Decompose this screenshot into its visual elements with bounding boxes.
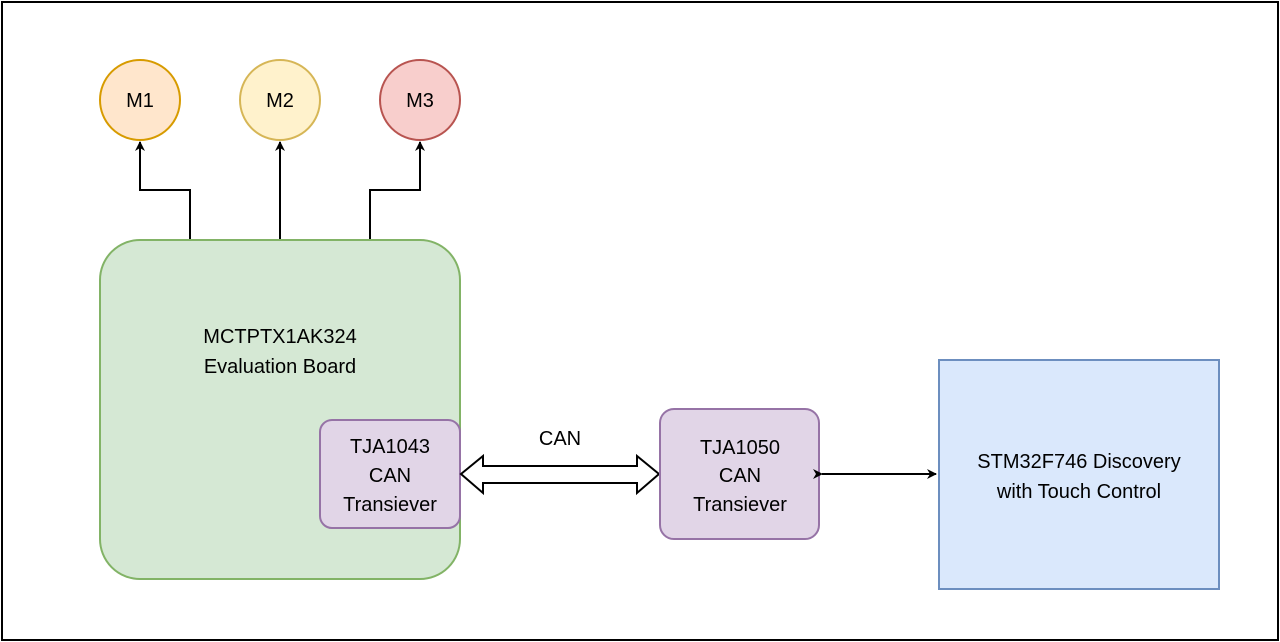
stm32-node[interactable]: STM32F746 Discovery with Touch Control bbox=[938, 359, 1220, 590]
motor-node-m1[interactable]: M1 bbox=[99, 59, 181, 141]
tja1043-node[interactable]: TJA1043 CAN Transiever bbox=[319, 419, 461, 529]
stm32-label-line2: with Touch Control bbox=[996, 481, 1161, 503]
tja1050-label-line2: CAN bbox=[719, 465, 761, 487]
stm32-label-line1: STM32F746 Discovery bbox=[977, 451, 1180, 473]
tja1043-label-line1: TJA1043 bbox=[350, 436, 430, 458]
motor-m2-circle bbox=[239, 59, 321, 141]
connector-board-to-m3 bbox=[369, 141, 425, 239]
tja1043-label-line2: CAN bbox=[369, 465, 411, 487]
motor-m3-circle bbox=[379, 59, 461, 141]
stm32-box bbox=[938, 359, 1220, 590]
connector-board-to-m1 bbox=[135, 141, 191, 239]
motor-m3-label: M3 bbox=[406, 90, 434, 112]
motor-m1-circle bbox=[99, 59, 181, 141]
motor-node-m3[interactable]: M3 bbox=[379, 59, 461, 141]
tja1050-label-line1: TJA1050 bbox=[700, 437, 780, 459]
tja1043-label-line3: Transiever bbox=[343, 494, 437, 516]
eval-board-label-line2: Evaluation Board bbox=[204, 356, 356, 378]
eval-board-label-line1: MCTPTX1AK324 bbox=[203, 326, 356, 348]
tja1050-node[interactable]: TJA1050 CAN Transiever bbox=[659, 408, 820, 540]
can-bus-label: CAN bbox=[539, 428, 581, 450]
motor-m2-label: M2 bbox=[266, 90, 294, 112]
motor-node-m2[interactable]: M2 bbox=[239, 59, 321, 141]
motor-m1-label: M1 bbox=[126, 90, 154, 112]
tja1050-label-line3: Transiever bbox=[693, 494, 787, 516]
can-bus-double-arrow bbox=[459, 453, 661, 496]
